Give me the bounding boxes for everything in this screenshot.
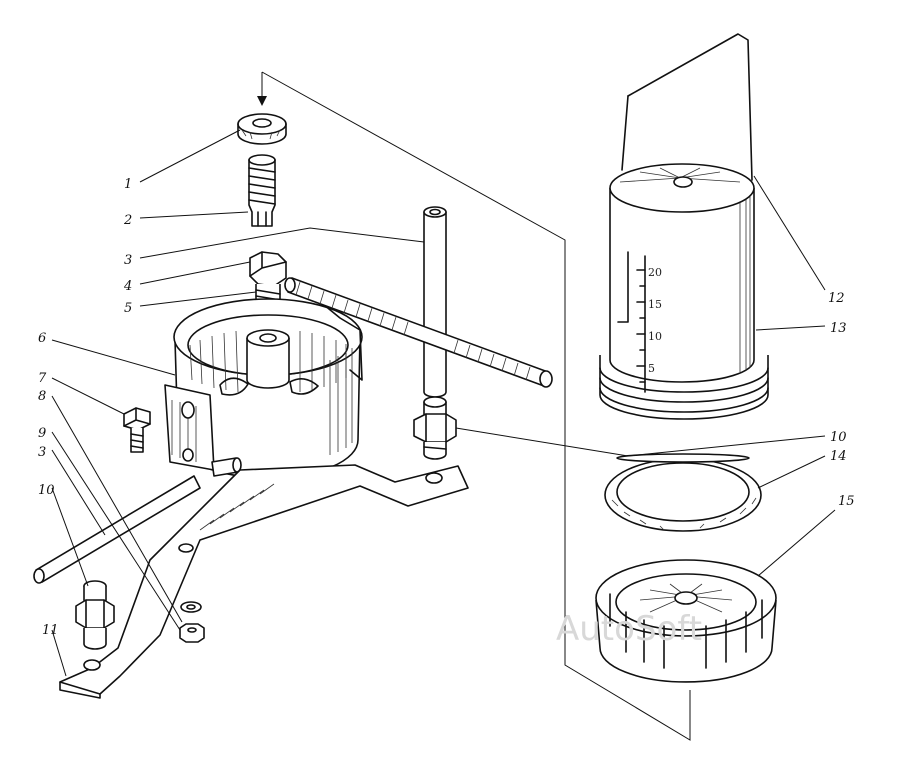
part-label-1: 1 (124, 177, 132, 192)
part-3-tube-and-rod (284, 206, 553, 398)
part-10-union-fitting-upper (413, 396, 457, 460)
part-7-bolt (123, 407, 151, 453)
part-label-14: 14 (830, 449, 847, 464)
part-label-12: 12 (828, 291, 845, 306)
part-label-3-lower: 3 (38, 445, 46, 460)
part-15-ring-nut (595, 559, 777, 683)
scale-mark: 15 (648, 298, 662, 311)
part-label-2: 2 (123, 213, 132, 228)
part-label-6: 6 (38, 331, 46, 346)
part-label-13: 13 (830, 321, 847, 336)
part-14-gasket-ring (604, 453, 762, 532)
watermark-text: AutoSoft (556, 609, 702, 649)
part-label-15: 15 (838, 494, 855, 509)
part-label-4: 4 (123, 279, 132, 294)
scale-mark: 20 (648, 266, 662, 279)
part-label-10-upper: 10 (830, 430, 847, 445)
part-6-filter-housing (164, 298, 363, 479)
scale-mark: 10 (648, 330, 662, 343)
part-label-8: 8 (38, 389, 46, 404)
part-label-11: 11 (42, 623, 59, 638)
part-13-filter-bowl (599, 33, 769, 420)
part-10-union-fitting-lower (75, 580, 115, 650)
part-label-5: 5 (124, 301, 132, 316)
bowl-scale-marks: 20 15 10 5 (648, 266, 662, 375)
part-1-nut (237, 113, 287, 145)
part-8-9-washer-nut (179, 601, 205, 643)
assembly-guide-lines (257, 71, 691, 741)
part-2-threaded-insert (248, 154, 276, 227)
part-label-3: 3 (124, 253, 132, 268)
leader-lines (51, 129, 836, 677)
part-number-labels: 1 2 3 4 5 6 7 8 9 3 10 11 12 13 10 14 15 (38, 177, 855, 638)
part-label-9: 9 (38, 426, 46, 441)
part-mounting-bracket (59, 464, 469, 699)
scale-mark: 5 (648, 362, 655, 375)
part-label-10-lower: 10 (38, 483, 55, 498)
part-label-7: 7 (38, 371, 47, 386)
